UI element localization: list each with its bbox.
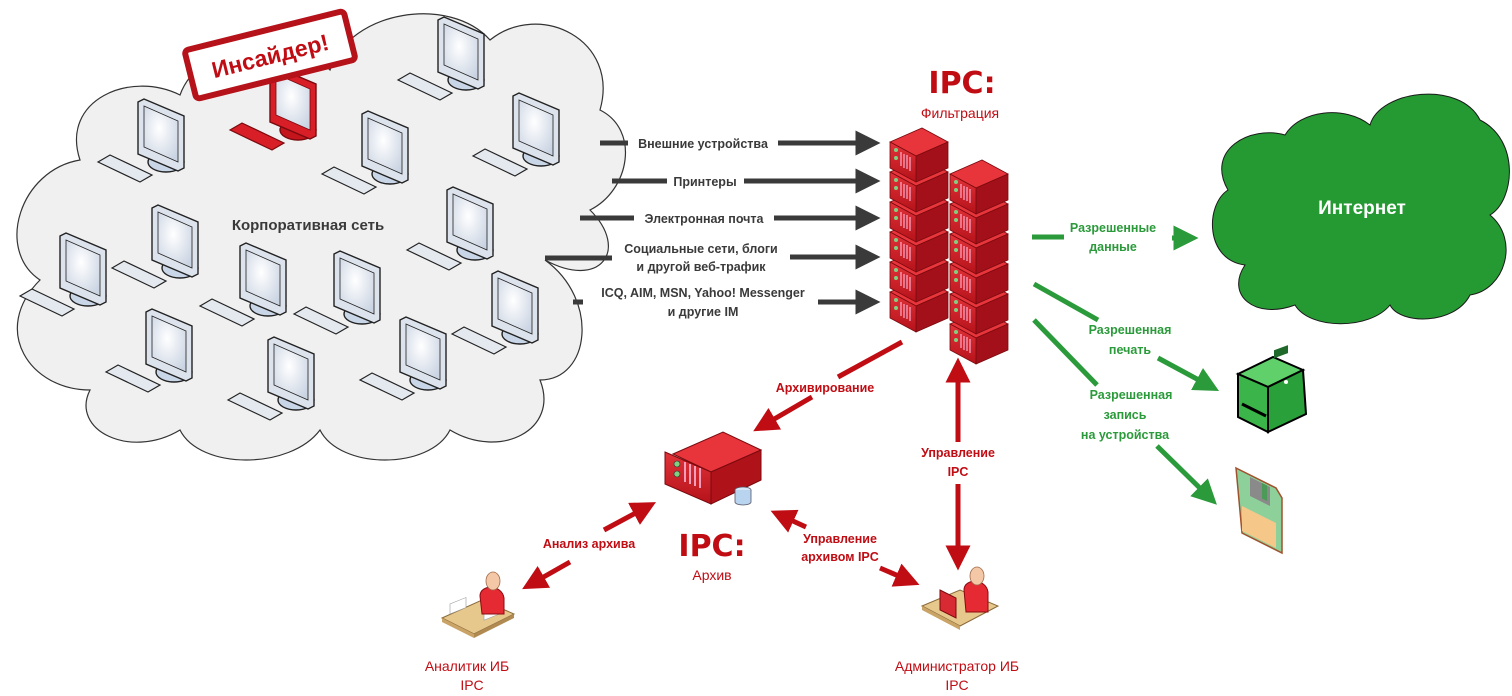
printer-icon bbox=[1235, 345, 1308, 434]
workstation-icon bbox=[292, 250, 381, 335]
insider-sign: Инсайдер! bbox=[182, 8, 358, 102]
allowed-data-label-line1: Разрешенные bbox=[1070, 221, 1156, 235]
manage-ipc-label-line2: IPC bbox=[948, 465, 969, 479]
server-unit-left bbox=[889, 127, 949, 183]
archive-analysis-arrow-top bbox=[602, 502, 657, 533]
analyst-person-icon bbox=[440, 571, 516, 638]
workstation-icon bbox=[320, 110, 409, 195]
archiving-arrow-top bbox=[836, 339, 904, 380]
channel-label-social-line1: Социальные сети, блоги bbox=[624, 242, 777, 256]
workstation-icon bbox=[110, 204, 199, 289]
server-unit-right bbox=[949, 159, 1009, 215]
insider-workstation-icon bbox=[228, 66, 317, 151]
allowed-write-arrow-bottom bbox=[1155, 444, 1217, 505]
channel-label-social-line2: и другой веб-трафик bbox=[636, 260, 766, 274]
allowed-write-label-line3: на устройства bbox=[1081, 428, 1170, 442]
allowed-print-label-line1: Разрешенная bbox=[1089, 323, 1172, 337]
floppy-disk-icon bbox=[1235, 466, 1283, 555]
archive-server-subtitle: Архив bbox=[692, 567, 731, 583]
allowed-write-label-line2: запись bbox=[1104, 408, 1147, 422]
internet-cloud: Интернет bbox=[1211, 93, 1510, 325]
archiving-arrow-bottom bbox=[753, 394, 814, 432]
workstation-icon bbox=[18, 232, 107, 317]
archive-analysis-label: Анализ архива bbox=[543, 537, 636, 551]
allowed-write-label-line1: Разрешенная bbox=[1090, 388, 1173, 402]
workstation-icon bbox=[96, 98, 185, 183]
administrator-label-line1: Администратор ИБ bbox=[895, 658, 1019, 674]
manage-archive-label-line2: архивом IPC bbox=[801, 550, 879, 564]
channel-arrows bbox=[545, 130, 881, 315]
workstation-icon bbox=[198, 242, 287, 327]
workstations-group bbox=[18, 16, 560, 421]
workstation-icon bbox=[226, 336, 315, 421]
allowed-flow-labels: Разрешенные данные Разрешенная печать Ра… bbox=[1070, 221, 1172, 442]
filter-server-rack bbox=[889, 127, 1009, 365]
channel-label-printers: Принтеры bbox=[673, 175, 736, 189]
corporate-network-label: Корпоративная сеть bbox=[232, 217, 384, 234]
analyst-label-line1: Аналитик ИБ bbox=[425, 658, 509, 674]
internet-label: Интернет bbox=[1318, 198, 1406, 219]
channel-label-im-line1: ICQ, AIM, MSN, Yahoo! Messenger bbox=[601, 286, 805, 300]
filter-server-title: IPC: bbox=[928, 66, 995, 101]
archiving-label: Архивирование bbox=[776, 381, 874, 395]
workstation-icon bbox=[104, 308, 193, 393]
manage-archive-arrow-top bbox=[770, 509, 808, 533]
channel-label-email: Электронная почта bbox=[645, 212, 765, 226]
corporate-network-cloud bbox=[16, 13, 626, 461]
workstation-icon bbox=[405, 186, 494, 271]
archive-analysis-arrow-bottom bbox=[522, 559, 572, 590]
workstation-icon bbox=[396, 16, 485, 101]
channel-labels: Внешние устройства Принтеры Электронная … bbox=[601, 137, 805, 319]
archive-server-title: IPC: bbox=[678, 529, 745, 564]
workstation-icon bbox=[450, 270, 539, 355]
allowed-flow-arrows bbox=[1032, 225, 1219, 505]
administrator-label-line2: IPC bbox=[945, 677, 968, 693]
allowed-print-label-line2: печать bbox=[1109, 343, 1152, 357]
channel-label-external-devices: Внешние устройства bbox=[638, 137, 769, 151]
allowed-write-arrow-top bbox=[1032, 318, 1099, 387]
analyst-label-line2: IPC bbox=[460, 677, 483, 693]
workstation-icon bbox=[358, 316, 447, 401]
filter-server-subtitle: Фильтрация bbox=[921, 105, 999, 121]
allowed-data-label-line2: данные bbox=[1089, 240, 1137, 254]
allowed-print-arrow-top bbox=[1032, 281, 1100, 323]
archive-server-icon bbox=[664, 431, 763, 506]
allowed-print-arrow-bottom bbox=[1156, 355, 1219, 391]
manage-archive-label-line1: Управление bbox=[803, 532, 877, 546]
administrator-person-icon bbox=[920, 566, 1000, 630]
manage-ipc-label-line1: Управление bbox=[921, 446, 995, 460]
channel-label-im-line2: и другие IM bbox=[668, 305, 739, 319]
workstation-icon bbox=[471, 92, 560, 177]
manage-archive-arrow-bottom bbox=[879, 563, 920, 587]
